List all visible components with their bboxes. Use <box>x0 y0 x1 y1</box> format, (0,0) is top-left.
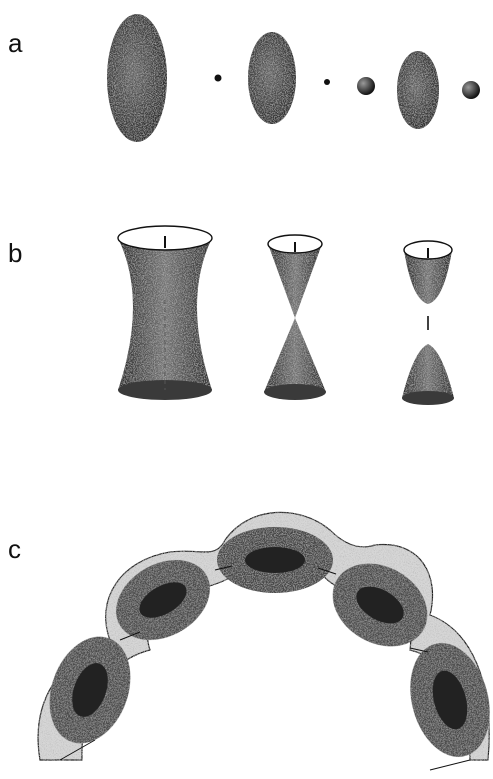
ellipsoid-large <box>107 14 167 142</box>
small-sphere-2 <box>462 81 480 99</box>
small-sphere-1 <box>357 77 375 95</box>
ellipsoid-small <box>397 51 439 129</box>
panel-a-diagram <box>107 14 480 142</box>
lobe-3 <box>217 527 333 593</box>
ellipsoid-medium <box>248 32 296 124</box>
panel-b-diagram <box>118 226 454 405</box>
hyperboloid-one-sheet <box>118 226 212 400</box>
hyperboloid-two-sheets <box>402 241 454 405</box>
point-dot-2 <box>324 79 330 85</box>
lobe-5 <box>398 634 493 766</box>
panel-c-diagram <box>35 512 493 770</box>
double-cone <box>264 235 326 400</box>
point-dot-1 <box>215 75 222 82</box>
